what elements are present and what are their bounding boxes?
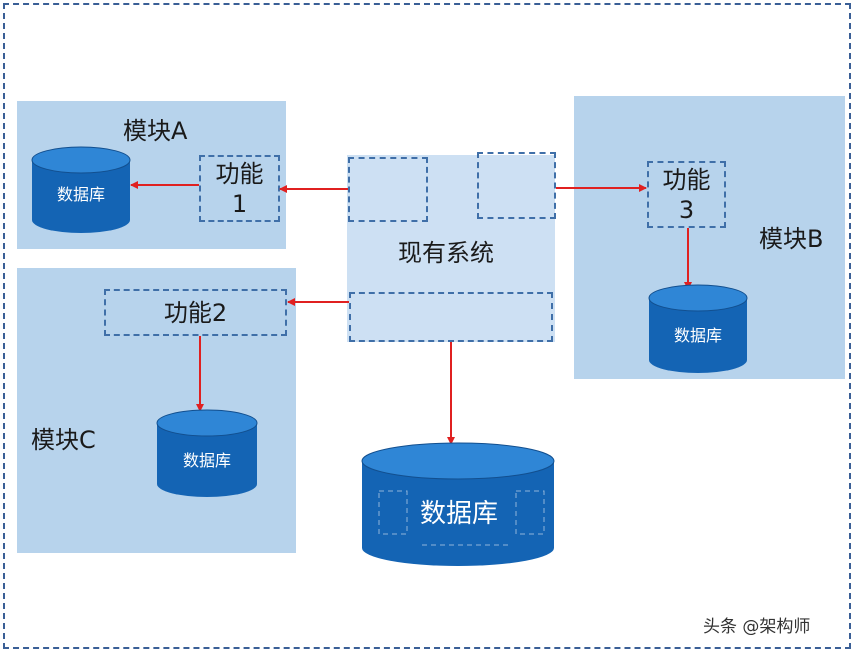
function-3-label: 功能 3 bbox=[662, 165, 711, 224]
module-c-label: 模块C bbox=[31, 426, 96, 454]
database-b: 数据库 bbox=[648, 284, 748, 373]
function-3-box: 功能 3 bbox=[647, 161, 726, 228]
function-2-box: 功能2 bbox=[104, 289, 287, 336]
module-a-label: 模块A bbox=[123, 117, 188, 145]
existing-system-panel bbox=[347, 155, 555, 342]
main-db-dashed-slot-left bbox=[378, 490, 408, 535]
function-2-label: 功能2 bbox=[163, 298, 228, 327]
database-c-label: 数据库 bbox=[183, 451, 231, 470]
watermark: 头条 @架构师 bbox=[703, 617, 811, 637]
module-b-label: 模块B bbox=[759, 225, 824, 253]
database-b-label: 数据库 bbox=[674, 326, 722, 345]
database-c: 数据库 bbox=[156, 409, 258, 497]
database-a: 数据库 bbox=[31, 146, 131, 233]
main-database-label: 数据库 bbox=[420, 499, 498, 529]
database-a-label: 数据库 bbox=[57, 185, 105, 204]
system-slot-bottom bbox=[349, 292, 553, 342]
outer-dashed-frame bbox=[3, 3, 851, 649]
function-1-label: 功能 1 bbox=[215, 159, 264, 218]
system-slot-left bbox=[348, 157, 428, 222]
module-c-panel bbox=[17, 268, 296, 553]
main-database: 数据库 bbox=[361, 442, 555, 566]
system-slot-right bbox=[477, 152, 556, 219]
existing-system-label: 现有系统 bbox=[398, 239, 494, 267]
function-1-box: 功能 1 bbox=[199, 155, 280, 222]
main-db-dashed-slot-right bbox=[515, 490, 545, 535]
